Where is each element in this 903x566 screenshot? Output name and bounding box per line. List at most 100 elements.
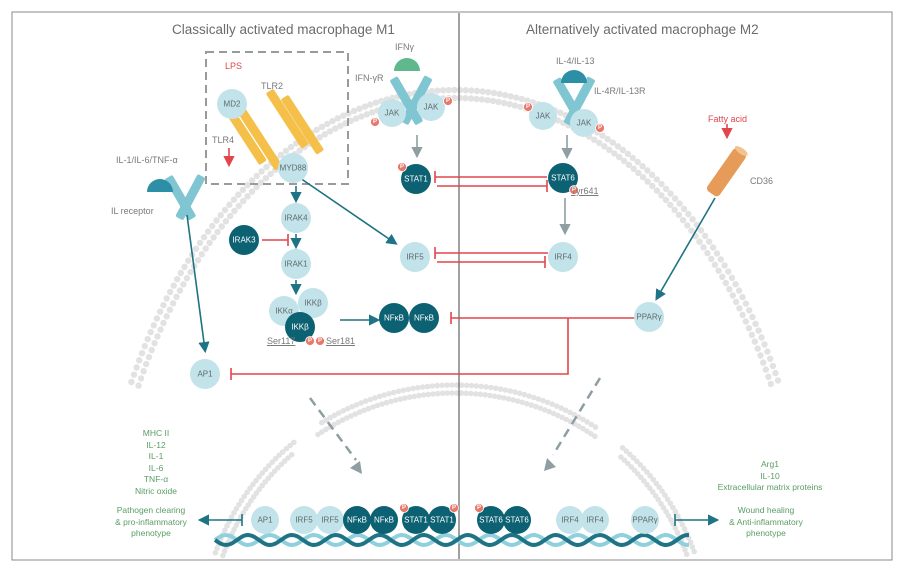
il-ligand — [147, 179, 173, 192]
arrow-myd88-irf5 — [299, 177, 398, 245]
cell-membrane — [128, 86, 782, 389]
node-irf4-label: IRF4 — [554, 252, 572, 262]
label-ser117: Ser117 — [267, 336, 296, 346]
translocation-head-right — [544, 458, 556, 471]
nuc-irf4-a — [556, 506, 584, 534]
p-nuc-stat1-b-marker — [449, 503, 459, 513]
node-md2-label: MD2 — [223, 99, 241, 109]
nuc-ppar — [631, 506, 659, 534]
node-myd88-label: MYD88 — [279, 163, 307, 173]
nuc-irf5-a — [290, 506, 318, 534]
label-il4: IL-4/IL-13 — [556, 56, 595, 66]
tlr-complex-box — [205, 51, 349, 185]
nuc-stat1-a — [402, 506, 430, 534]
label-tyr641: Tyr641 — [571, 186, 599, 196]
label-tlr4: TLR4 — [212, 135, 235, 145]
node-stat6 — [548, 163, 578, 193]
node-myd88 — [278, 153, 308, 183]
nuc-nfkb-a-label: NFκB — [347, 515, 367, 525]
arrow-cd36-ppar — [655, 197, 716, 301]
title-m1: Classically activated macrophage M1 — [172, 22, 395, 37]
nuc-stat6-b — [503, 506, 531, 534]
frame-border — [11, 11, 893, 561]
p-ser117-marker — [305, 336, 315, 346]
p-ser181-marker — [315, 336, 325, 346]
node-irak3-label: IRAK3 — [232, 235, 256, 245]
label-il4r: IL-4R/IL-13R — [594, 86, 646, 96]
label-lps: LPS — [225, 61, 243, 71]
node-nfkb-left — [379, 303, 409, 333]
dna-helix — [213, 532, 690, 548]
node-jak-right-label: JAK — [423, 102, 439, 112]
nuc-stat6-b-label: STAT6 — [505, 515, 529, 525]
p-nuc-stat1-b-text: P — [451, 505, 457, 511]
output-arrows — [197, 514, 720, 526]
node-jak-m2-left-label: JAK — [535, 111, 551, 121]
p-stat6-marker — [569, 185, 579, 195]
p-nuc-stat6-text: P — [476, 505, 482, 511]
nuc-stat1-b-label: STAT1 — [430, 515, 454, 525]
nuc-nfkb-b — [370, 506, 398, 534]
tlr4-receptor — [223, 104, 282, 170]
nuc-nfkb-b-label: NFκB — [374, 515, 394, 525]
p-nuc-stat6-marker — [474, 503, 484, 513]
p-jak-m2-right-text: P — [597, 125, 603, 131]
node-ikka-label: IKKα — [275, 306, 293, 316]
node-nfkb-left-label: NFκB — [384, 313, 404, 323]
node-irak1 — [281, 249, 311, 279]
nuc-irf4-a-label: IRF4 — [561, 515, 579, 525]
node-stat1 — [401, 164, 431, 194]
label-cd36: CD36 — [750, 176, 774, 186]
nuclear-membrane — [212, 382, 697, 559]
node-irak4 — [281, 203, 311, 233]
nuc-stat6-a-label: STAT6 — [479, 515, 503, 525]
label-il-receptor: IL receptor — [111, 206, 154, 216]
nuc-irf5-b — [316, 506, 344, 534]
node-jak-left — [378, 99, 406, 127]
p-stat6-text: P — [571, 187, 577, 193]
node-irak3 — [229, 225, 259, 255]
p-jak-m2-right-marker — [595, 123, 605, 133]
node-ikkb-top — [298, 288, 328, 318]
inhibition-lines — [230, 171, 636, 380]
label-ifng: IFNγ — [395, 42, 414, 52]
nuc-ppar-label: PPARγ — [632, 515, 658, 525]
node-md2 — [217, 89, 247, 119]
nuc-nfkb-a — [343, 506, 371, 534]
p-ser181-text: P — [317, 338, 323, 344]
nuc-irf5-b-label: IRF5 — [321, 515, 339, 525]
p-jak-left-text: P — [372, 119, 378, 125]
nuc-ap1-label: AP1 — [257, 515, 273, 525]
node-ppar-label: PPARγ — [636, 312, 662, 322]
translocation-arrows — [308, 377, 602, 461]
il4-ligand — [561, 70, 587, 83]
node-ikkb-bottom — [285, 312, 315, 342]
nuc-irf5-a-label: IRF5 — [295, 515, 313, 525]
node-nfkb-right-label: NFκB — [414, 313, 434, 323]
node-nfkb-right — [409, 303, 439, 333]
p-jak-left-marker — [370, 117, 380, 127]
node-irak1-label: IRAK1 — [284, 259, 308, 269]
nuc-irf4-b-label: IRF4 — [586, 515, 604, 525]
p-jak-right-marker — [443, 96, 453, 106]
nuc-stat1-b — [428, 506, 456, 534]
p-stat1-text: P — [399, 164, 405, 170]
node-irak4-label: IRAK4 — [284, 213, 308, 223]
node-ikkb-top-label: IKKβ — [304, 298, 322, 308]
il-receptor — [165, 174, 205, 221]
p-nuc-stat1-a-marker — [399, 503, 409, 513]
node-ap1-label: AP1 — [197, 369, 213, 379]
ifng-ligand — [394, 58, 420, 71]
label-ser181: Ser181 — [326, 336, 356, 346]
tlr2-receptor — [266, 89, 324, 155]
arrow-ilr-ap1 — [186, 214, 210, 354]
nuc-irf4-b — [581, 506, 609, 534]
nuc-stat6-a — [477, 506, 505, 534]
p-stat1-marker — [397, 162, 407, 172]
node-jak-left-label: JAK — [384, 108, 400, 118]
